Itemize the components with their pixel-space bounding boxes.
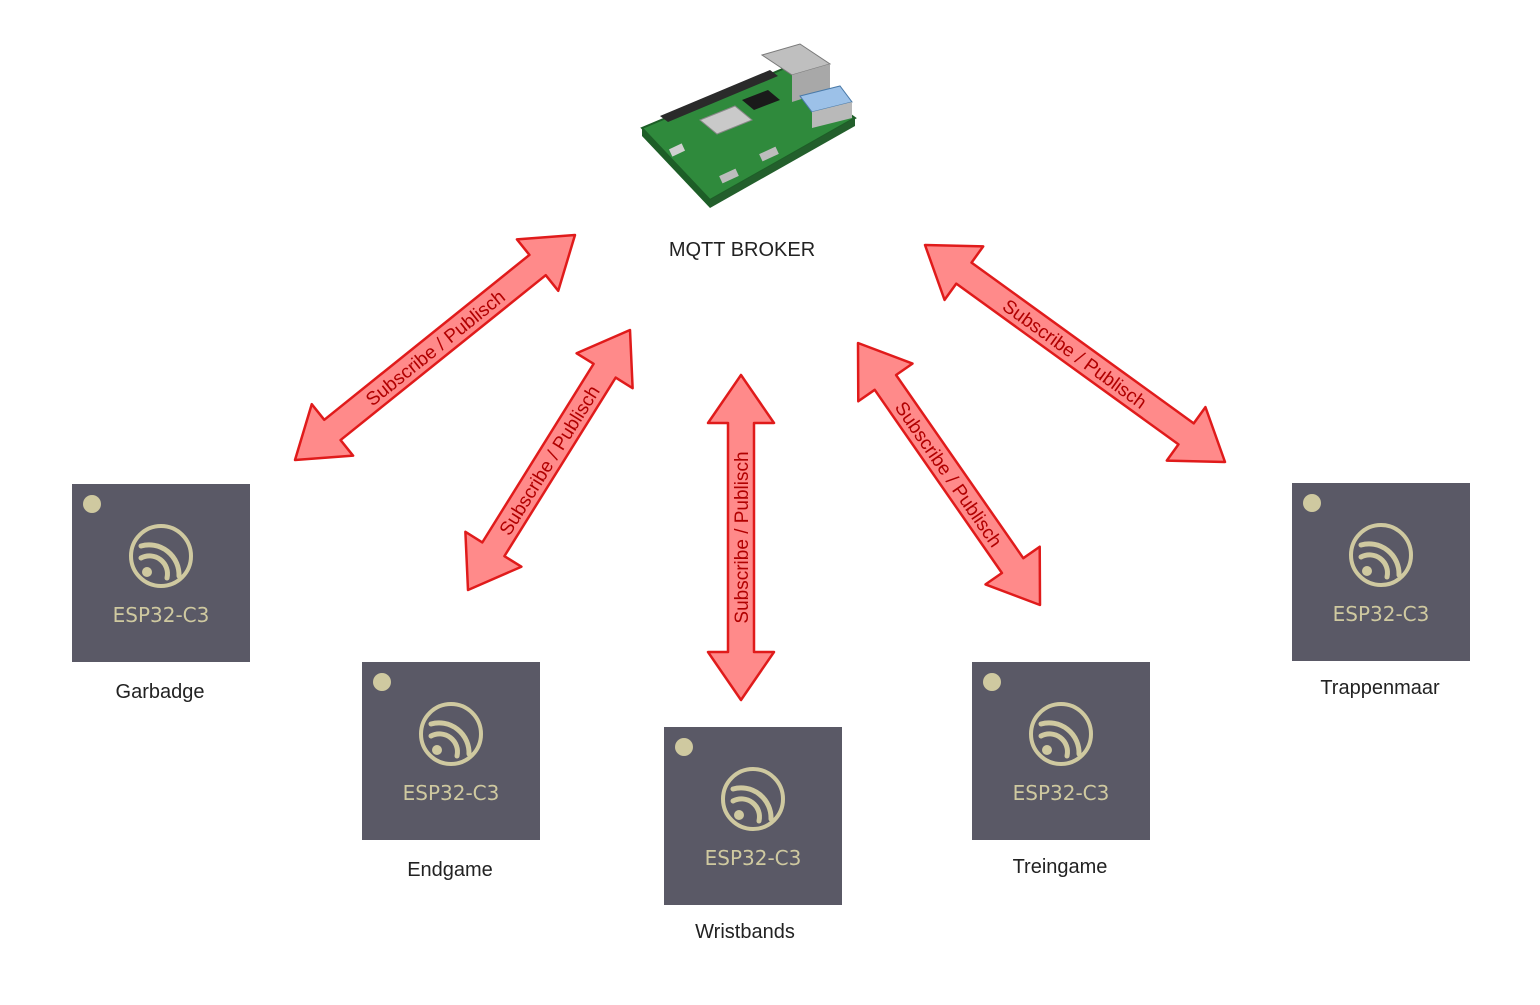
arrow-trappenmaar: Subscribe / Publisch: [923, 243, 1227, 464]
broker-label: MQTT BROKER: [669, 239, 815, 261]
node-label-trappenmaar: Trappenmaar: [1320, 677, 1440, 699]
pin1-dot: [83, 495, 101, 513]
arrow-label: Subscribe / Publisch: [890, 398, 1005, 551]
arrow-label: Subscribe / Publisch: [732, 451, 753, 623]
double-arrow-shape: [923, 243, 1227, 464]
arrow-label: Subscribe / Publisch: [496, 382, 605, 539]
esp32-chip-icon: [362, 662, 540, 840]
double-arrow-shape: [706, 373, 776, 702]
pin1-dot: [675, 738, 693, 756]
pin1-dot: [983, 673, 1001, 691]
arrow-label: Subscribe / Publisch: [362, 287, 509, 411]
chip-model-text: ESP32-C3: [1013, 781, 1110, 805]
raspberry-pi-icon: [640, 43, 857, 208]
esp32-chip-icon: [664, 727, 842, 905]
node-label-endgame: Endgame: [407, 859, 493, 881]
chip-model-text: ESP32-C3: [113, 603, 210, 627]
arrow-endgame: Subscribe / Publisch: [464, 328, 634, 592]
pin1-dot: [373, 673, 391, 691]
esp32-chip-icon: [1292, 483, 1470, 661]
arrow-label: Subscribe / Publisch: [998, 296, 1150, 414]
double-arrow-shape: [856, 341, 1042, 607]
pin1-dot: [1303, 494, 1321, 512]
arrow-wristbands: Subscribe / Publisch: [706, 373, 776, 702]
arrow-treingame: Subscribe / Publisch: [856, 341, 1042, 607]
chip-model-text: ESP32-C3: [705, 846, 802, 870]
chip-model-text: ESP32-C3: [1333, 602, 1430, 626]
double-arrow-shape: [293, 233, 577, 462]
node-label-treingame: Treingame: [1013, 856, 1108, 878]
espressif-logo-icon: [721, 767, 785, 831]
espressif-logo-icon: [419, 702, 483, 766]
node-label-garbadge: Garbadge: [116, 681, 205, 703]
chip-model-text: ESP32-C3: [403, 781, 500, 805]
espressif-logo-icon: [1029, 702, 1093, 766]
esp32-chip-icon: [72, 484, 250, 662]
double-arrow-shape: [464, 328, 634, 592]
espressif-logo-icon: [1349, 523, 1413, 587]
esp32-chip-icon: [972, 662, 1150, 840]
espressif-logo-icon: [129, 524, 193, 588]
node-label-wristbands: Wristbands: [695, 921, 795, 943]
